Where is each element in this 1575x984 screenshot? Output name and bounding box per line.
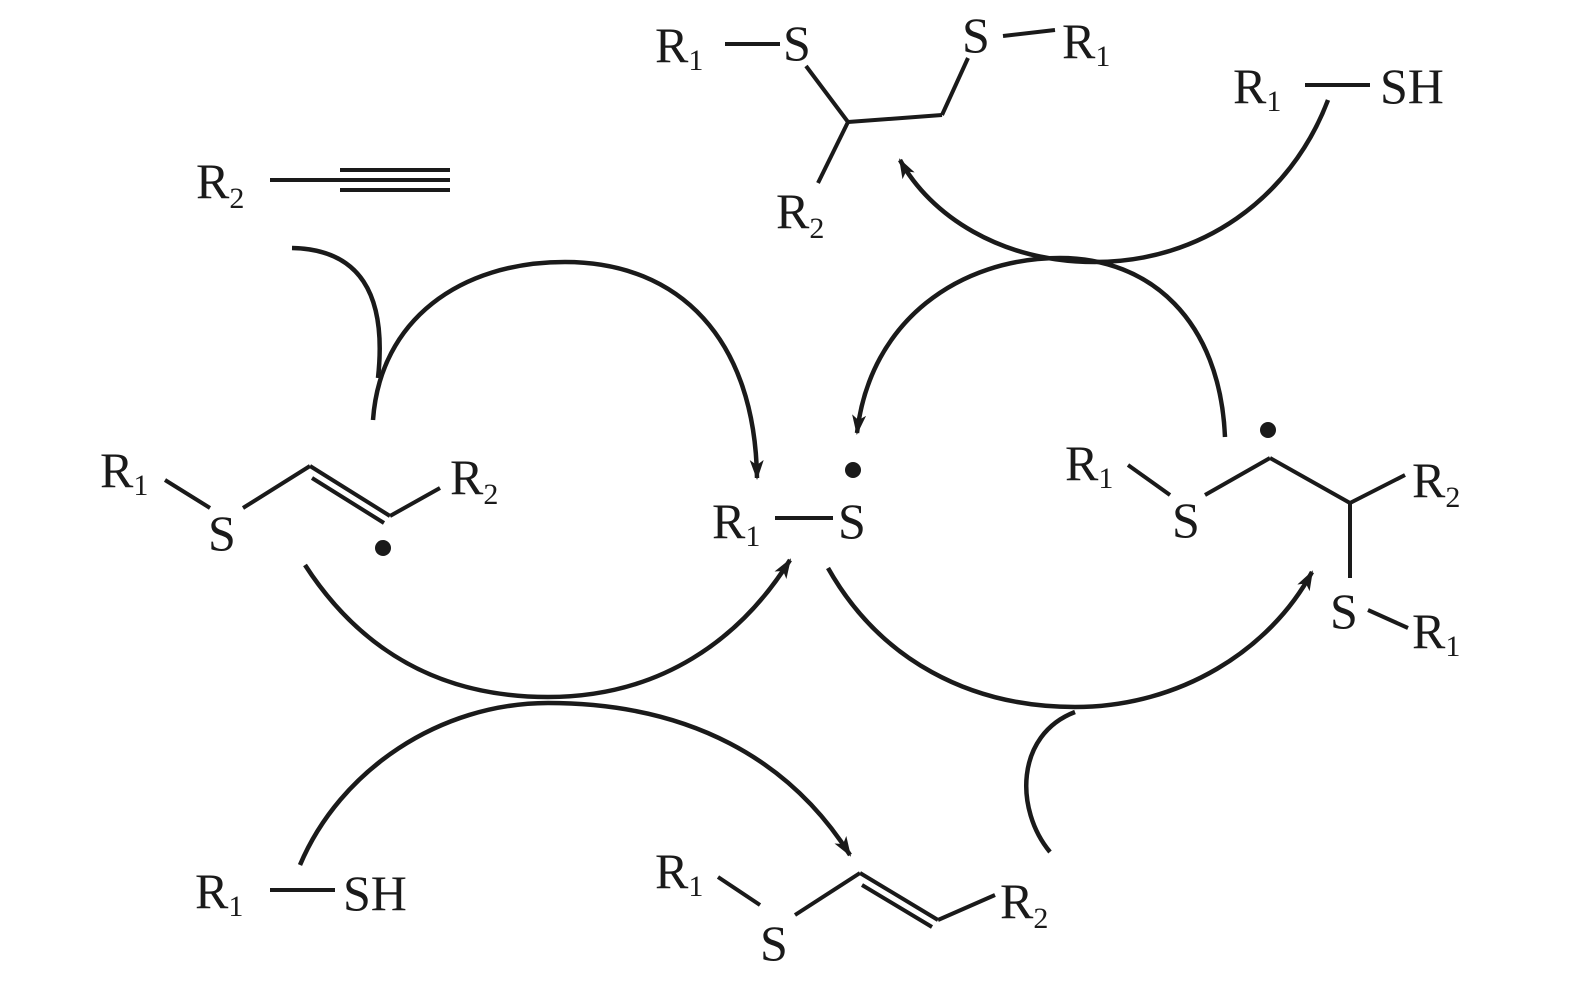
bond [940, 57, 970, 116]
bond [389, 486, 441, 518]
bond [1349, 473, 1406, 505]
sulfur-label: S [838, 493, 866, 549]
double-bond [308, 464, 392, 518]
r1-label: R1 [712, 493, 760, 553]
bond [816, 121, 850, 184]
radical-dot [845, 462, 861, 478]
arrow-thiol-to-vinyl-sulfide [297, 700, 852, 866]
r2-label: R2 [776, 183, 824, 245]
bond [1269, 456, 1351, 505]
r1-label: R1 [1233, 58, 1281, 118]
thiol-top: R1 SH [1233, 58, 1444, 118]
r1-label: R1 [100, 442, 148, 502]
r2-label: R2 [1000, 873, 1048, 935]
r1-label: R1 [1412, 603, 1460, 663]
dithioether-product: R1 S S R1 R2 [655, 7, 1110, 245]
radical-dot [1260, 422, 1276, 438]
bond [937, 893, 996, 922]
vinyl-sulfide: R1 S R2 [655, 843, 1048, 971]
sh-label: SH [1380, 58, 1444, 114]
bond [241, 464, 312, 510]
thiol-bottom: R1 SH [195, 863, 407, 923]
r1-label: R1 [195, 863, 243, 923]
carbon-radical: R1 S R2 S R1 [1065, 422, 1460, 663]
double-bond [310, 476, 386, 525]
sulfur-label: S [1330, 583, 1358, 639]
bond [716, 875, 762, 907]
bond [1002, 28, 1056, 38]
r2-label: R2 [1412, 452, 1460, 514]
double-bond [858, 871, 940, 922]
thiyl-radical: R1 S [712, 462, 866, 553]
sulfur-label: S [1172, 492, 1200, 548]
r2-label: R2 [450, 449, 498, 511]
double-bond [860, 883, 934, 929]
radical-dot [375, 540, 391, 556]
arrow-carbon-radical-to-thiyl [852, 255, 1228, 438]
arrow-vinyl-lower-to-thiyl [303, 558, 792, 700]
bond [793, 871, 862, 917]
sulfur-label: S [783, 15, 811, 71]
r1-label: R1 [655, 17, 703, 77]
bond [1204, 456, 1271, 497]
r1-label: R1 [1062, 13, 1110, 73]
arrow-thiol-to-dithioether [898, 99, 1331, 265]
sh-label: SH [343, 865, 407, 921]
sulfur-label: S [962, 7, 990, 63]
alkyne: R2 [196, 153, 450, 215]
vinyl-sulfide-entry-arrow [1024, 709, 1076, 854]
bond [163, 478, 212, 510]
sulfur-label: S [208, 505, 236, 561]
bond [804, 64, 850, 124]
bond [1367, 608, 1409, 630]
r1-label: R1 [655, 843, 703, 903]
bond [847, 113, 943, 124]
r1-label: R1 [1065, 435, 1113, 495]
alkyne-entry-arrow [291, 245, 382, 379]
bond [1126, 463, 1172, 497]
r2-label: R2 [196, 153, 244, 215]
arrow-vinyl-to-thiyl [370, 259, 764, 480]
sulfur-label: S [760, 915, 788, 971]
arrow-thiyl-to-carbon-radical [826, 566, 1314, 710]
vinyl-radical: R1 S R2 [100, 442, 498, 561]
